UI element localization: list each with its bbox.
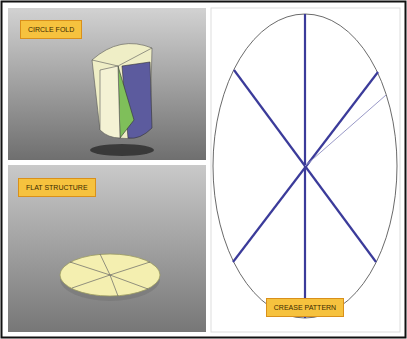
label-box: FLAT STRUCTURE — [18, 178, 96, 197]
panel-label: CIRCLE FOLD — [28, 25, 74, 34]
flat-disc — [60, 254, 160, 301]
crease-pattern — [213, 14, 397, 318]
panel-label: CREASE PATTERN — [274, 303, 336, 312]
folded-model — [90, 44, 154, 156]
crease-panel — [211, 8, 400, 332]
label-box: CIRCLE FOLD — [20, 20, 82, 39]
panel-label: FLAT STRUCTURE — [26, 183, 88, 192]
flat-panel — [8, 165, 206, 332]
label-box: CREASE PATTERN — [266, 298, 344, 317]
fold-panel — [8, 8, 206, 160]
